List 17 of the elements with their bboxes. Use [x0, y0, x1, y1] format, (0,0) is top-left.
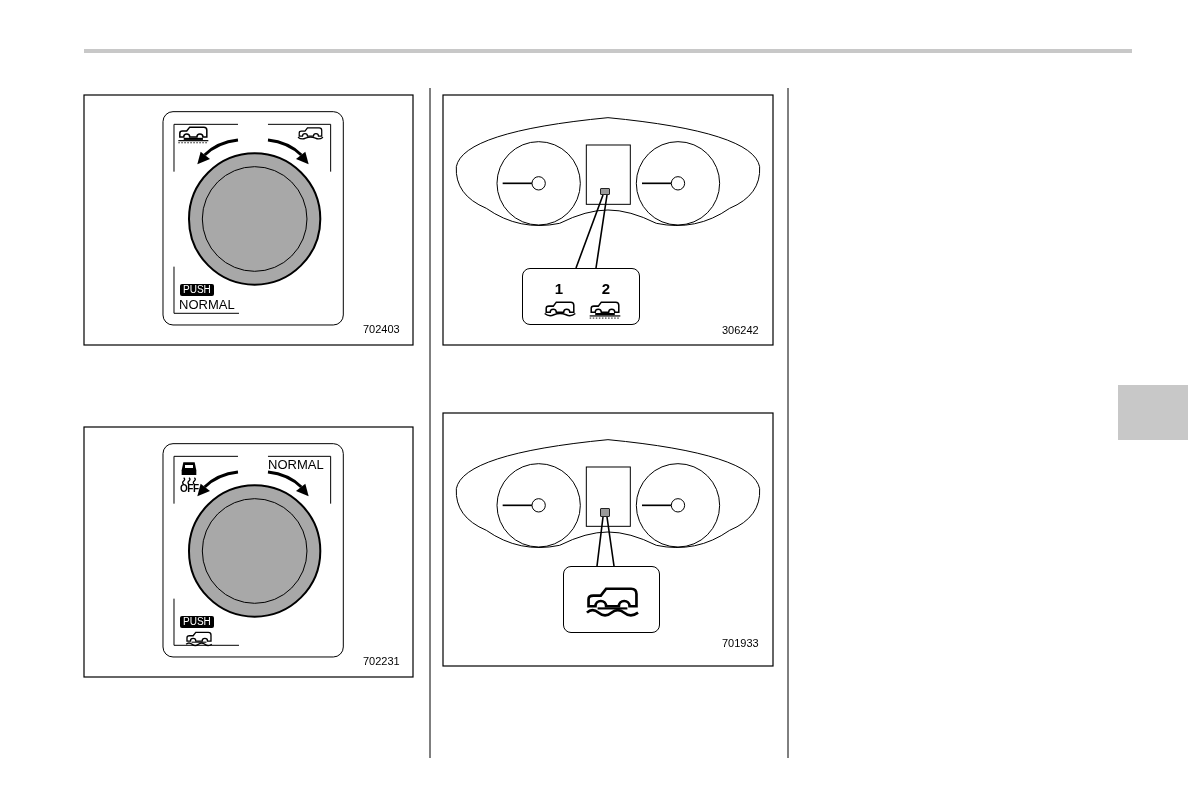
- indicator-lamp: [600, 188, 610, 195]
- figure-number: 701933: [722, 638, 759, 649]
- figure-number: 702403: [363, 324, 400, 335]
- figure-number: 702231: [363, 656, 400, 667]
- callout-number: 2: [601, 280, 611, 296]
- mode-label: NORMAL: [268, 458, 324, 471]
- callout-box: [522, 268, 640, 325]
- push-label: PUSH: [180, 616, 214, 628]
- mode-label: NORMAL: [179, 298, 235, 311]
- push-label: PUSH: [180, 284, 214, 296]
- leader-line: [596, 516, 615, 567]
- callout-number: 1: [554, 280, 564, 296]
- leader-line: [575, 194, 608, 269]
- off-label: OFF: [180, 484, 199, 494]
- figure-number: 306242: [722, 325, 759, 336]
- callout-box: [563, 566, 660, 633]
- indicator-lamp: [600, 508, 610, 517]
